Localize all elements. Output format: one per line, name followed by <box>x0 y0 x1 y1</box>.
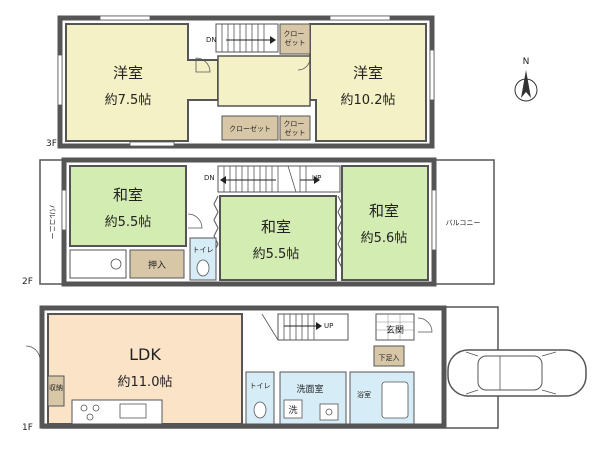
window-3f-bottom-left <box>129 141 175 147</box>
washing-machine <box>283 399 303 419</box>
storage-1f-label: 収納 <box>49 383 63 392</box>
window-3f-top-right <box>329 15 391 21</box>
japanese-room-2f-left <box>69 165 187 247</box>
balcony-right <box>431 159 495 285</box>
stair-dn-label-3f: DN <box>206 36 217 44</box>
ldk-name: LDK <box>129 345 161 364</box>
stove-burner-3 <box>86 413 94 421</box>
closet-3f-bottom-wide-label: クローゼット <box>229 124 271 133</box>
kitchen-counter <box>71 399 163 425</box>
balcony-right-label: バルコニー <box>446 219 481 227</box>
door-3f-left <box>195 57 211 73</box>
oshiire <box>129 249 185 279</box>
room-2f-center-size: 約5.5帖 <box>253 247 300 262</box>
room-2f-center-name: 和室 <box>261 218 291 236</box>
window-3f-right <box>429 49 435 101</box>
compass-icon: N <box>514 57 538 102</box>
closet-3f-bottom-small-line2: ゼット <box>285 128 306 137</box>
shoe-box <box>373 345 405 367</box>
western-room-right <box>309 23 427 142</box>
washbasin-2f <box>110 258 122 270</box>
closet-3f-top <box>279 23 311 55</box>
window-3f-top-left <box>99 15 151 21</box>
entrance-label: 玄関 <box>386 324 404 336</box>
shoe-box-label: 下足入 <box>379 354 400 362</box>
staircase-2f <box>217 165 341 193</box>
closet-3f-bottom-small <box>279 115 311 141</box>
japanese-room-2f-right <box>341 165 429 281</box>
door-3f-right <box>297 57 311 71</box>
toilet-bowl-2f <box>196 259 210 277</box>
closet-3f-bottom-small-label: クロー ゼット <box>283 120 306 137</box>
sliding-door-2f-left <box>213 195 219 253</box>
balcony-left-label: バルコニー <box>48 205 56 240</box>
sliding-door-2f-right <box>337 195 343 269</box>
stair-dn-label-2f: DN <box>204 174 215 182</box>
ldk-size: 約11.0帖 <box>118 375 173 390</box>
entrance <box>375 313 415 341</box>
floor-3f: DN クロー ゼット クローゼット クロー ゼット 洋室 約7.5帖 洋室 約1… <box>46 15 435 149</box>
door-1f-left <box>25 345 41 361</box>
floor-1f-label: 1F <box>22 423 33 433</box>
washroom-label: 洗面室 <box>296 383 323 395</box>
room-2f-left-name: 和室 <box>113 186 143 204</box>
floor-1f: 収納 UP トイレ 洗面室 洗 浴室 <box>22 305 499 433</box>
kitchen-sink <box>119 403 147 419</box>
room-2f-right-name: 和室 <box>369 202 399 220</box>
closet-3f-bottom-small-line1: クロー <box>283 120 304 128</box>
floor-2f: DN UP 押入 トイレ 和室 約5.5帖 和室 約5.5帖 和室 約5.6帖 … <box>22 157 495 287</box>
room-2f-left-size: 約5.5帖 <box>105 215 152 230</box>
washing-machine-label: 洗 <box>288 404 297 416</box>
room-2f-right-size: 約5.6帖 <box>361 231 408 246</box>
window-2f-right <box>431 189 437 251</box>
floor-3f-label: 3F <box>46 139 57 149</box>
oshiire-label: 押入 <box>148 259 166 271</box>
door-2f-left <box>187 213 203 229</box>
car-icon <box>447 349 587 397</box>
stair-up-label-2f: UP <box>312 174 321 182</box>
room-3f-right-name: 洋室 <box>353 64 383 82</box>
toilet-2f-label: トイレ <box>193 246 214 254</box>
stair-up-label-1f: UP <box>324 322 333 330</box>
closet-3f-top-label: クロー ゼット <box>283 30 306 47</box>
room-3f-left-name: 洋室 <box>113 64 143 82</box>
storage-1f <box>47 375 65 407</box>
hallway-3f <box>217 55 311 107</box>
toilet-1f-label: トイレ <box>250 382 271 390</box>
window-2f-left <box>61 189 67 231</box>
washbasin-1f <box>319 403 339 421</box>
washbasin-1f-bowl <box>325 408 333 416</box>
closet-3f-top-line1: クロー <box>283 30 304 38</box>
stove-burner-2 <box>92 404 100 412</box>
floor-2f-label: 2F <box>22 277 33 287</box>
staircase-3f <box>215 23 279 53</box>
room-3f-right-size: 約10.2帖 <box>341 93 396 108</box>
bathtub <box>381 381 409 419</box>
closet-3f-top-line2: ゼット <box>285 38 306 47</box>
stove-burner-1 <box>80 404 88 412</box>
compass-north-label: N <box>523 57 530 67</box>
japanese-room-2f-center <box>219 195 337 281</box>
room-3f-left-size: 約7.5帖 <box>105 93 152 108</box>
toilet-bowl-1f <box>253 401 267 419</box>
bathroom-label: 浴室 <box>357 390 371 399</box>
window-3f-left <box>57 54 63 106</box>
staircase-1f <box>261 313 349 341</box>
closet-3f-bottom-wide <box>221 115 279 141</box>
door-1f-entrance <box>417 317 433 333</box>
